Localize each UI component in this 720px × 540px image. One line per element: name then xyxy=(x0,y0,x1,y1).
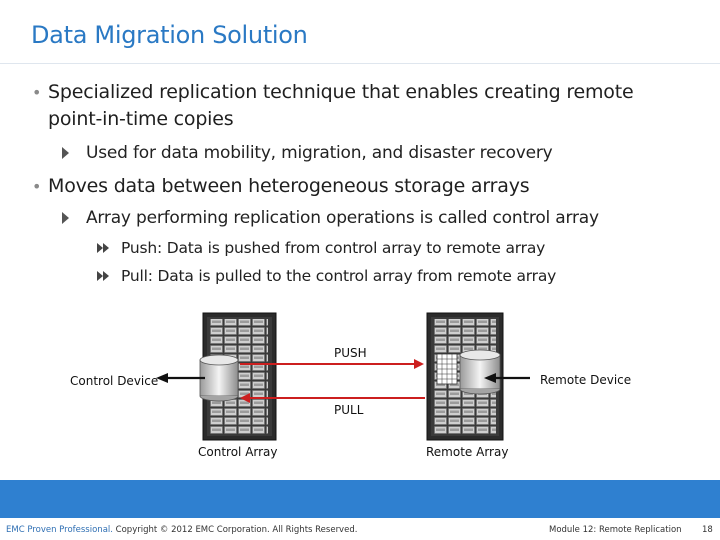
bullet-2-text: Moves data between heterogeneous storage… xyxy=(48,175,530,197)
control-array-icon xyxy=(199,312,277,441)
slide-title: Data Migration Solution xyxy=(31,21,308,49)
subsub-bullet-pull: Pull: Data is pulled to the control arra… xyxy=(97,266,557,286)
pull-label: PULL xyxy=(334,403,364,417)
control-device-label: Control Device xyxy=(70,374,159,388)
footer-module: Module 12: Remote Replication xyxy=(549,525,682,535)
title-divider xyxy=(0,63,720,64)
bullet-1: • Specialized replication technique that… xyxy=(32,79,634,133)
bullet-dot-icon: • xyxy=(32,83,42,102)
bullet-dot-icon: • xyxy=(32,177,42,196)
footer-copyright-text: Copyright © 2012 EMC Corporation. All Ri… xyxy=(112,525,358,535)
replication-diagram: PUSH PULL Control Device Remote Device C… xyxy=(0,300,720,470)
bullet-1-line-1: Specialized replication technique that e… xyxy=(48,81,634,103)
control-array-label: Control Array xyxy=(198,445,278,459)
sub-bullet-2: Array performing replication operations … xyxy=(62,207,599,229)
double-arrow-icon xyxy=(97,243,111,253)
footer-band xyxy=(0,480,720,518)
remote-device-arrow xyxy=(484,373,530,383)
control-device-arrow xyxy=(156,373,205,383)
footer: EMC Proven Professional. Copyright © 201… xyxy=(0,518,720,540)
subsub-bullet-push: Push: Data is pushed from control array … xyxy=(97,238,546,258)
bullet-1-line-2: point-in-time copies xyxy=(48,108,234,130)
remote-array-label: Remote Array xyxy=(426,445,509,459)
subsub-bullet-pull-text: Pull: Data is pulled to the control arra… xyxy=(121,267,557,285)
sub-bullet-1-text: Used for data mobility, migration, and d… xyxy=(86,143,553,163)
push-label: PUSH xyxy=(334,346,367,360)
sub-bullet-1: Used for data mobility, migration, and d… xyxy=(62,142,553,164)
footer-brand: EMC Proven Professional. xyxy=(6,525,113,535)
remote-device-label: Remote Device xyxy=(540,373,632,387)
subsub-bullet-push-text: Push: Data is pushed from control array … xyxy=(121,239,546,257)
pull-arrow xyxy=(240,393,425,403)
double-arrow-icon xyxy=(97,271,111,281)
push-arrow xyxy=(240,359,424,369)
sub-bullet-2-text: Array performing replication operations … xyxy=(86,208,599,228)
footer-copyright: EMC Proven Professional. Copyright © 201… xyxy=(6,525,357,535)
bullet-2: • Moves data between heterogeneous stora… xyxy=(32,173,530,200)
page-number: 18 xyxy=(702,525,713,535)
triangle-arrow-icon xyxy=(62,147,69,159)
triangle-arrow-icon xyxy=(62,212,69,224)
